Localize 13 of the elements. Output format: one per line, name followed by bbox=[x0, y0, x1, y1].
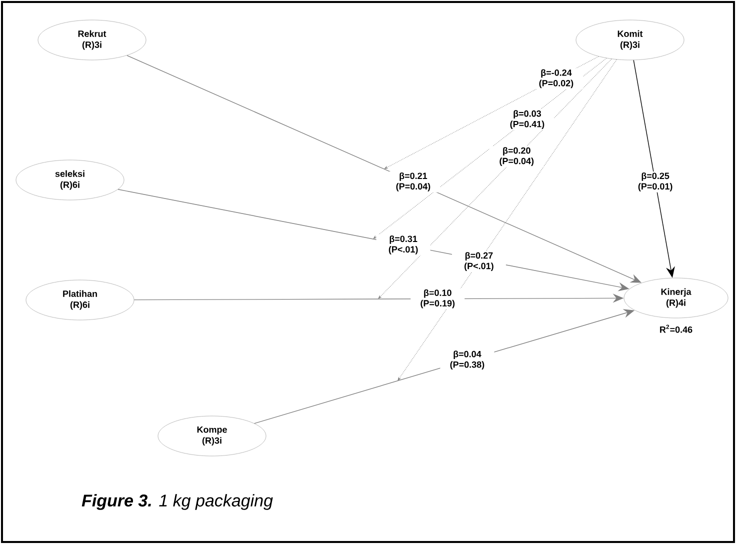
edge-label: β=0.10 (P=0.19) bbox=[410, 288, 465, 310]
dotted-arrow bbox=[373, 58, 607, 239]
edge-label: β=0.21 (P=0.04) bbox=[386, 171, 440, 192]
edge-label: β=0.03 (P=0.41) bbox=[500, 109, 554, 130]
edge-label: β=0.20 (P=0.04) bbox=[490, 146, 544, 167]
edge-label: β=0.04 (P=0.38) bbox=[440, 350, 494, 371]
edge-label: β=0.25 (P=0.01) bbox=[628, 171, 682, 192]
edge-label: β=-0.24 (P=0.02) bbox=[529, 68, 584, 90]
edge-label: β=0.31 (P<.01) bbox=[376, 234, 430, 256]
r-squared-label: R$^{2}$=0.46 bbox=[660, 324, 692, 333]
dotted-arrow bbox=[378, 58, 612, 299]
figure-caption: Figure 3. 1 kg packaging bbox=[82, 494, 273, 510]
edge-label: β=0.27 (P<.01) bbox=[452, 251, 506, 272]
